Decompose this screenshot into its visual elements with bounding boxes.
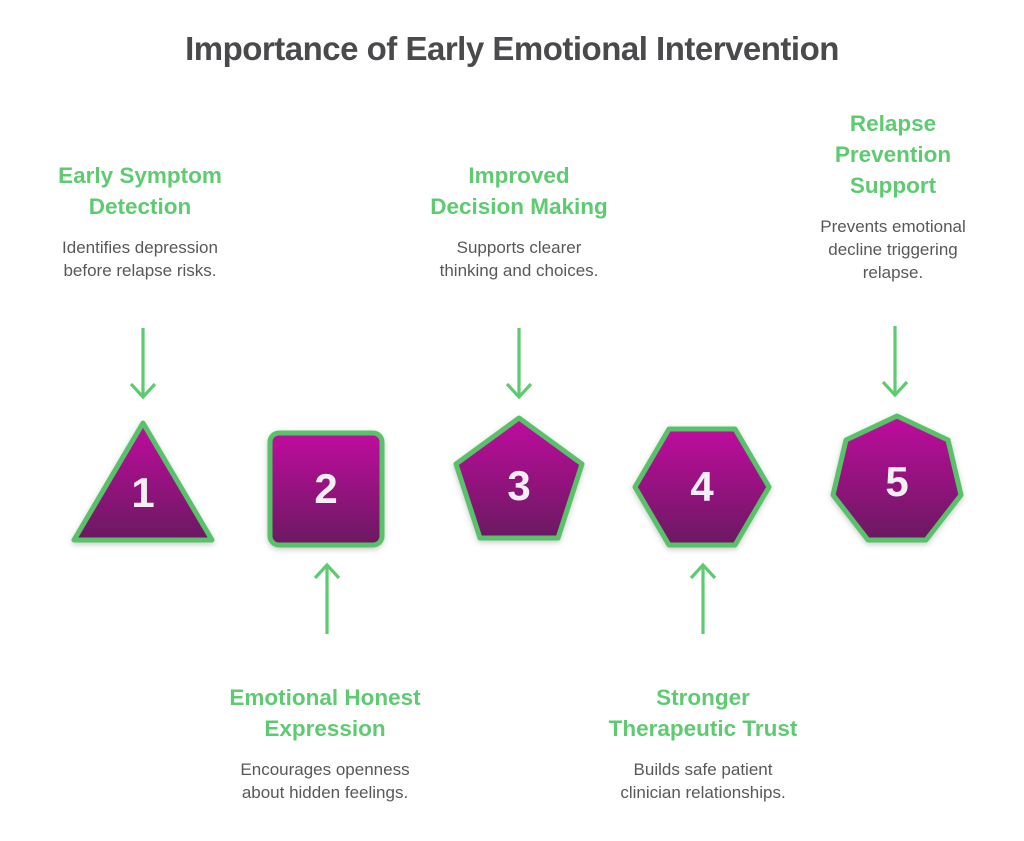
pentagon-shape	[453, 415, 585, 541]
down-arrow-icon	[505, 328, 533, 400]
up-arrow-icon	[313, 562, 341, 634]
step-3-textblock: Improved Decision Making Supports cleare…	[399, 160, 639, 282]
step-4-textblock: Stronger Therapeutic Trust Builds safe p…	[563, 682, 843, 804]
step-number: 5	[885, 457, 909, 505]
step-heading: Improved Decision Making	[430, 163, 608, 219]
step-heading: Emotional Honest Expression	[229, 685, 421, 741]
page-title: Importance of Early Emotional Interventi…	[185, 30, 839, 67]
step-2-shape: 2	[266, 429, 386, 549]
step-5-shape: 5	[830, 412, 964, 546]
step-4-shape: 4	[631, 425, 773, 549]
step-description: Supports clearer thinking and choices.	[439, 238, 599, 280]
step-heading: Relapse Prevention Support	[834, 111, 952, 198]
up-arrow-icon	[689, 562, 717, 634]
step-number: 2	[314, 465, 338, 512]
step-heading: Stronger Therapeutic Trust	[608, 685, 798, 741]
hexagon-shape	[632, 426, 772, 548]
step-5-textblock: Relapse Prevention Support Prevents emot…	[773, 108, 1013, 284]
step-description: Encourages openness about hidden feeling…	[240, 760, 410, 802]
step-3-shape: 3	[452, 413, 586, 549]
triangle-shape	[71, 420, 215, 543]
heptagon-shape	[830, 413, 964, 543]
step-number: 1	[131, 468, 155, 516]
step-number: 4	[690, 463, 714, 510]
step-number: 3	[507, 462, 531, 510]
step-description: Identifies depression before relapse ris…	[62, 238, 218, 280]
step-2-textblock: Emotional Honest Expression Encourages o…	[185, 682, 465, 804]
square-shape	[267, 430, 385, 548]
down-arrow-icon	[129, 328, 157, 400]
step-description: Prevents emotional decline triggering re…	[820, 217, 966, 282]
step-1-shape: 1	[66, 416, 220, 548]
down-arrow-icon	[881, 326, 909, 398]
step-heading: Early Symptom Detection	[58, 163, 222, 219]
step-description: Builds safe patient clinician relationsh…	[620, 760, 786, 802]
step-1-textblock: Early Symptom Detection Identifies depre…	[20, 160, 260, 282]
